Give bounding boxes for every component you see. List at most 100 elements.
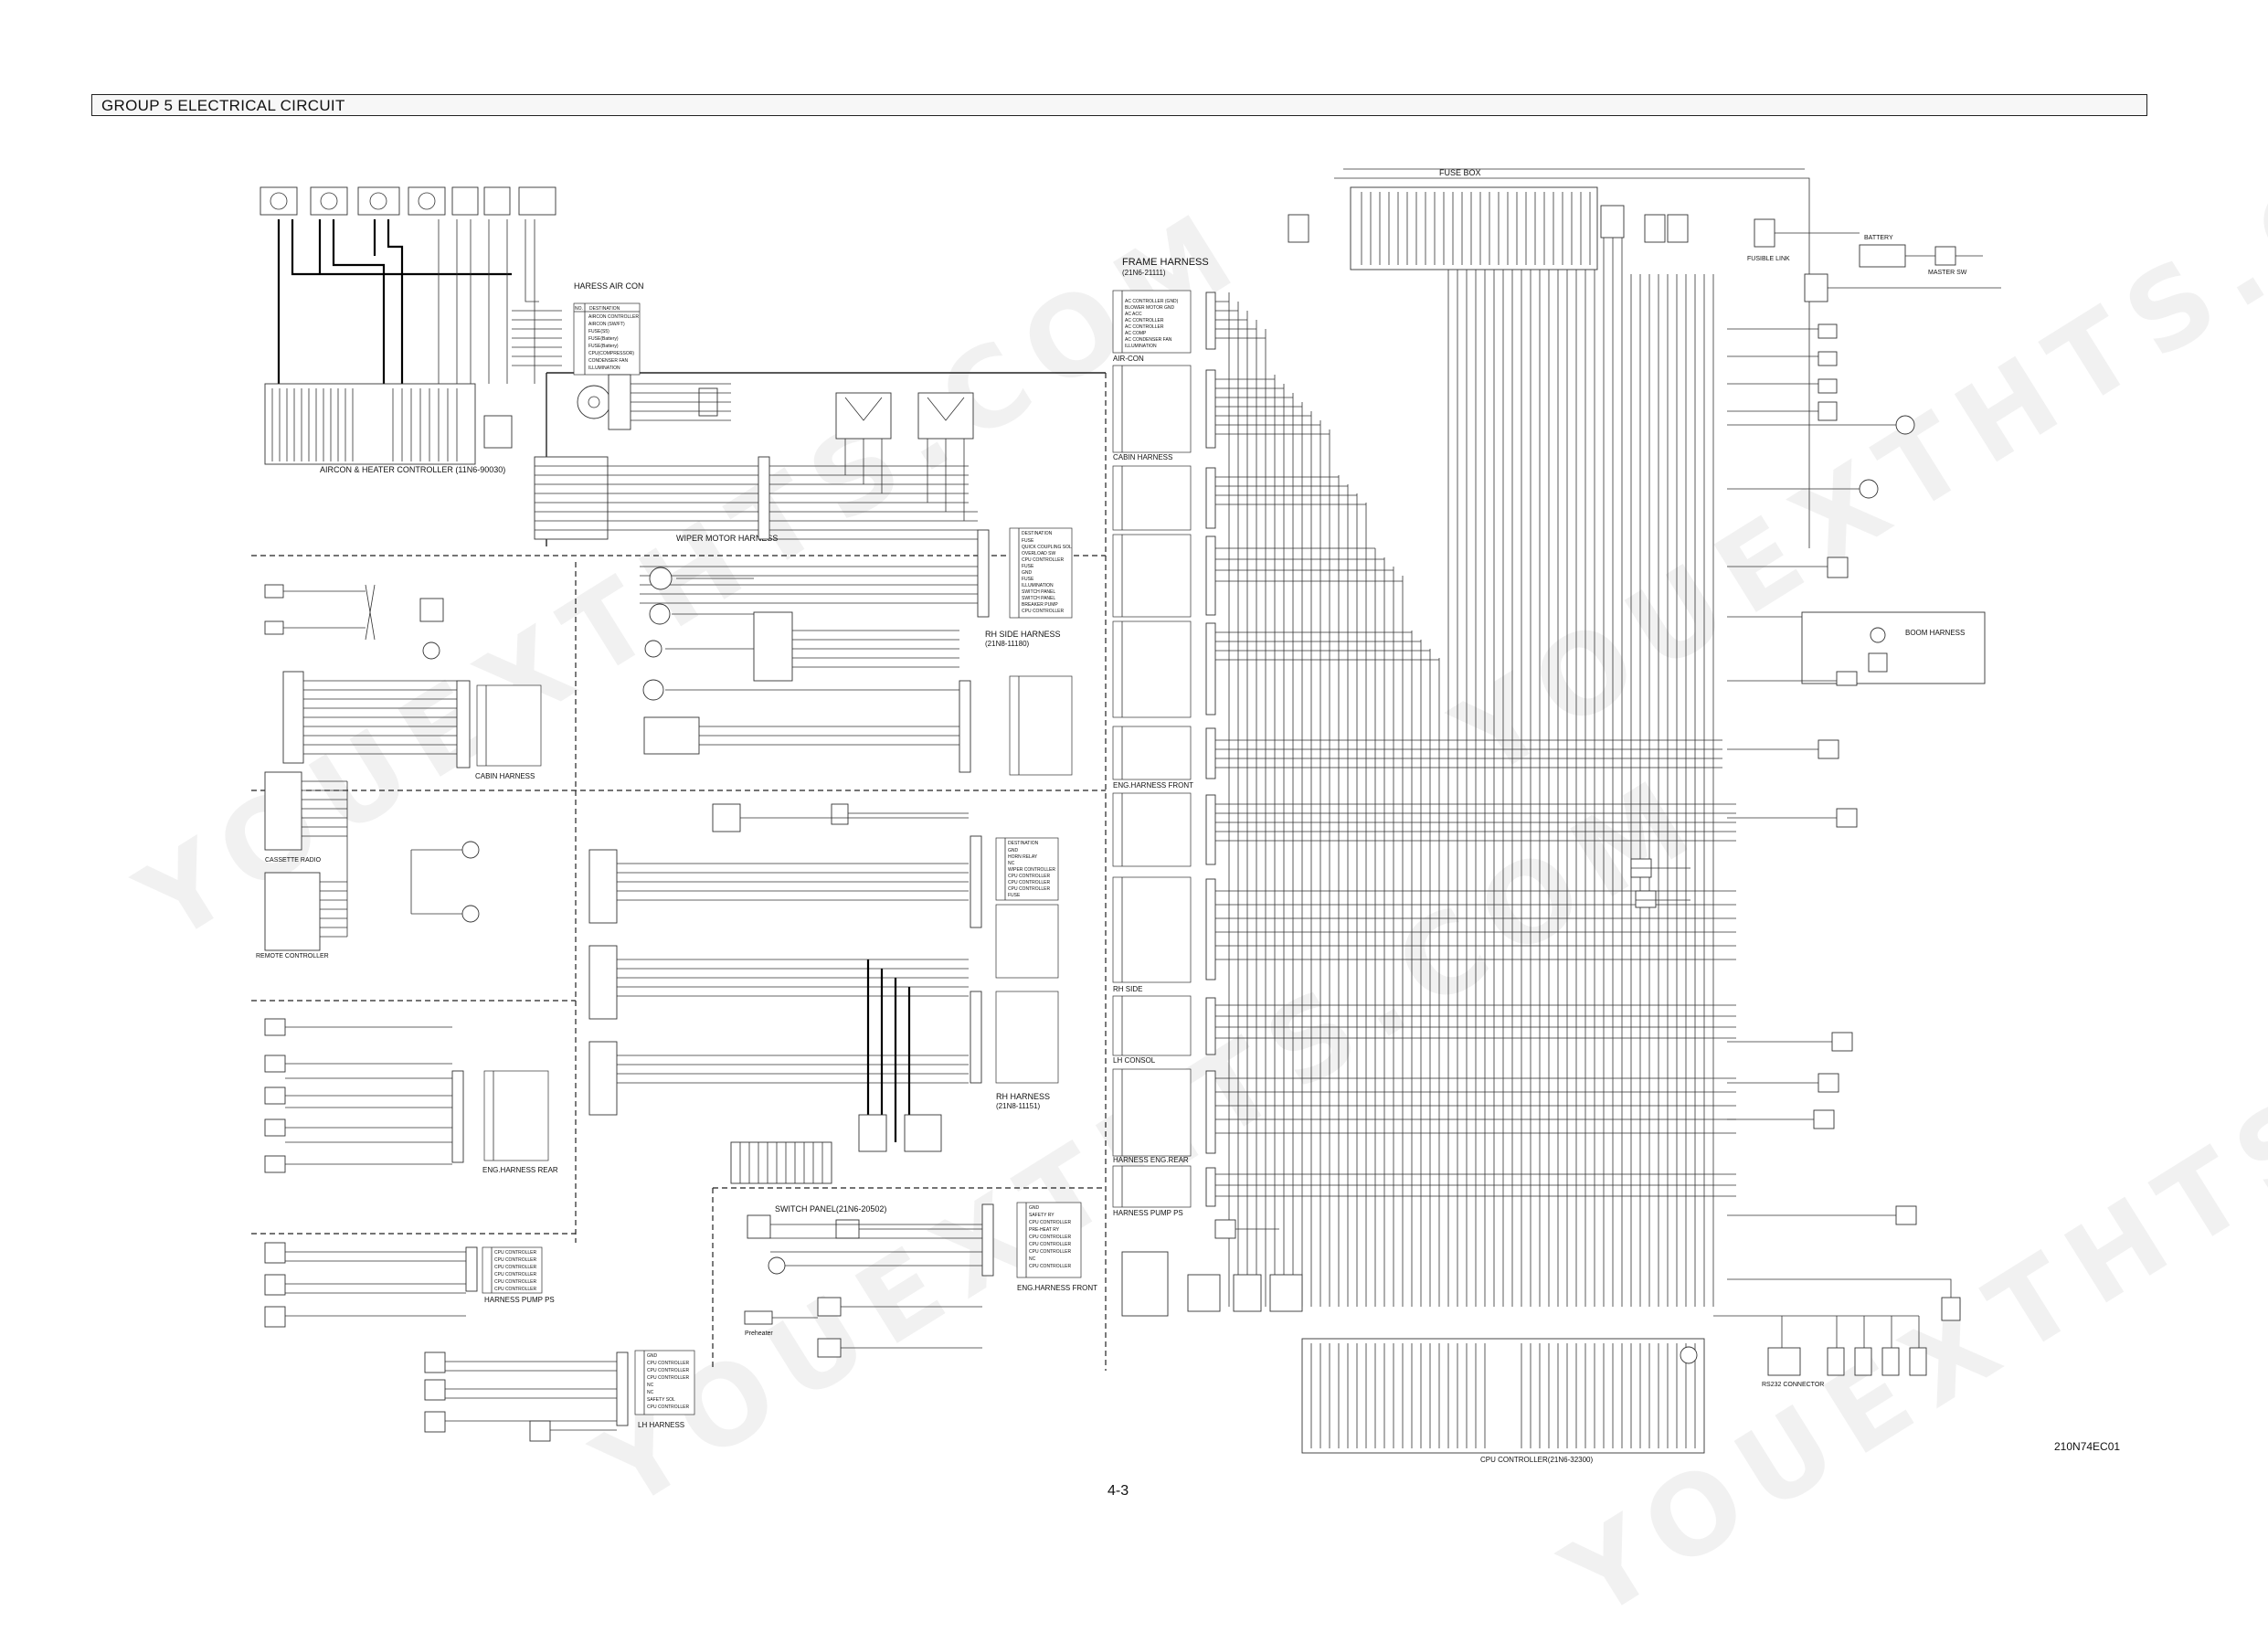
connector bbox=[456, 680, 471, 768]
connector bbox=[1205, 727, 1216, 779]
pump-pressure-sensor bbox=[264, 1242, 286, 1264]
table-cell: ILLUMINATION bbox=[588, 366, 620, 371]
wire-bundle bbox=[285, 1251, 466, 1317]
accessory-socket bbox=[644, 640, 662, 658]
table-cell: WIPER CONTROLLER bbox=[1008, 867, 1055, 873]
table-cell: CPU CONTROLLER bbox=[1029, 1220, 1072, 1225]
connector bbox=[1205, 997, 1216, 1055]
connector bbox=[465, 1246, 478, 1292]
fusible-link-label: FUSIBLE LINK bbox=[1747, 256, 1790, 262]
frame-table bbox=[1112, 1165, 1192, 1208]
table-cell: FUSE bbox=[1022, 577, 1034, 582]
fuse-box bbox=[1350, 186, 1598, 270]
frame-wire-branches bbox=[1215, 301, 1736, 1197]
table-cell: AC CONTROLLER bbox=[1125, 318, 1164, 323]
wire bbox=[1775, 232, 2001, 289]
power-ry bbox=[1288, 214, 1309, 243]
pump-pressure-sensor bbox=[264, 1306, 286, 1328]
table-cell: QUICK COUPLING SOL bbox=[1022, 545, 1072, 550]
table-cell: CPU CONTROLLER bbox=[1029, 1242, 1072, 1247]
safety-sw bbox=[529, 1420, 551, 1442]
battery-label: BATTERY bbox=[1864, 235, 1893, 241]
connector bbox=[758, 456, 770, 540]
table-cell: NC bbox=[1008, 861, 1015, 866]
table-cell: CPU CONTROLLER bbox=[494, 1257, 537, 1263]
tacho-sensor bbox=[264, 1155, 286, 1173]
table-header-destination: DESTINATION bbox=[589, 306, 620, 312]
rh-side-harness-number: (21N8-11180) bbox=[985, 640, 1030, 648]
table-cell: CPU CONTROLLER bbox=[647, 1368, 690, 1373]
cabin-table bbox=[476, 684, 542, 767]
rh-harness-number: (21N8-11151) bbox=[996, 1102, 1041, 1110]
rh-harness-table: DESTINATION GND HORN RELAY NC WIPER CONT… bbox=[995, 837, 1059, 901]
table-cell: CPU CONTROLLER bbox=[1029, 1264, 1072, 1269]
lh-harness-label: LH HARNESS bbox=[638, 1421, 684, 1429]
power-max-sw bbox=[424, 1352, 446, 1373]
battery bbox=[1859, 244, 1906, 268]
diode bbox=[1818, 351, 1838, 366]
quick-clamp bbox=[1836, 808, 1858, 828]
safety-sol bbox=[1831, 1032, 1853, 1052]
table-cell: CONDENSER FAN bbox=[588, 358, 628, 364]
table-cell: CPU CONTROLLER bbox=[494, 1265, 537, 1270]
table-cell: BREAKER PUMP bbox=[1022, 602, 1058, 608]
eng-harness-front-section-label: ENG.HARNESS FRONT bbox=[1113, 781, 1193, 790]
start-ry bbox=[835, 1219, 860, 1239]
heavy-wire-bundle bbox=[866, 959, 911, 1142]
cpu-controller-label: CPU CONTROLLER(21N6-32300) bbox=[1480, 1456, 1593, 1464]
table-cell: ILLUMINATION bbox=[1125, 344, 1157, 349]
speaker bbox=[642, 679, 664, 701]
fuel-filler-pump bbox=[1818, 401, 1838, 421]
connector bbox=[608, 374, 631, 430]
frame-table bbox=[1112, 995, 1192, 1056]
table-cell: CPU CONTROLLER bbox=[494, 1287, 537, 1292]
pre-heater-ry bbox=[817, 1297, 842, 1317]
wire-bundle bbox=[617, 812, 969, 1084]
overload-ps bbox=[1836, 671, 1858, 686]
heavy-wire-bundle bbox=[277, 219, 512, 384]
table-cell: SAFETY RY bbox=[1029, 1213, 1055, 1218]
table-cell: FUSE(S5) bbox=[588, 329, 609, 334]
table-cell: AC COMP bbox=[1125, 331, 1147, 336]
connector bbox=[1868, 652, 1888, 673]
wire-bundle bbox=[640, 511, 978, 604]
wire-bundle bbox=[445, 1361, 617, 1431]
page-title: GROUP 5 ELECTRICAL CIRCUIT bbox=[101, 97, 345, 114]
frame-table bbox=[1112, 792, 1192, 867]
speaker bbox=[264, 620, 284, 635]
table-header-destination: DESTINATION bbox=[1008, 841, 1039, 846]
harness-pump-ps-label: HARNESS PUMP PS bbox=[484, 1296, 555, 1304]
max-flow bbox=[1909, 1347, 1927, 1376]
wire bbox=[410, 849, 462, 915]
ac-comp bbox=[264, 1055, 286, 1073]
water-temp-sensor bbox=[817, 1338, 842, 1358]
table-cell: CPU CONTROLLER bbox=[1029, 1249, 1072, 1255]
connector bbox=[977, 529, 990, 618]
wiring-schematic: AIRCON & HEATER CONTROLLER (11N6-90030) … bbox=[251, 168, 2001, 1464]
switch-panel bbox=[730, 1141, 832, 1184]
rs232-connector bbox=[1767, 1347, 1801, 1376]
harness-aircon-label: HARESS AIR CON bbox=[574, 281, 644, 291]
connector bbox=[451, 1070, 464, 1163]
ac-comp-ry bbox=[1600, 205, 1625, 238]
frame-table bbox=[1112, 534, 1192, 618]
travel-alt bbox=[1813, 1109, 1835, 1129]
batt-ry bbox=[1804, 273, 1828, 302]
preheater bbox=[744, 1310, 773, 1325]
connector bbox=[1205, 1070, 1216, 1154]
connector bbox=[1205, 878, 1216, 980]
aircon-controller-pins bbox=[271, 388, 458, 461]
eng-harness-rear-label: ENG.HARNESS REAR bbox=[482, 1166, 558, 1174]
remote-controller-label: REMOTE CONTROLLER bbox=[256, 953, 329, 959]
overload-sw bbox=[835, 392, 892, 440]
aircon-controller bbox=[264, 383, 476, 465]
table-cell: BLOWER MOTOR GND bbox=[1125, 305, 1174, 311]
frame-table bbox=[1112, 1068, 1192, 1157]
diode bbox=[1818, 323, 1838, 339]
pre-heat-ry bbox=[1827, 556, 1849, 578]
frame-table bbox=[1112, 876, 1192, 983]
rh-harness-table bbox=[995, 904, 1059, 979]
fuse-box-fuses bbox=[1361, 192, 1591, 265]
table-cell: SAFETY SOL bbox=[647, 1397, 675, 1403]
fuse-box-label: FUSE BOX bbox=[1439, 168, 1481, 177]
